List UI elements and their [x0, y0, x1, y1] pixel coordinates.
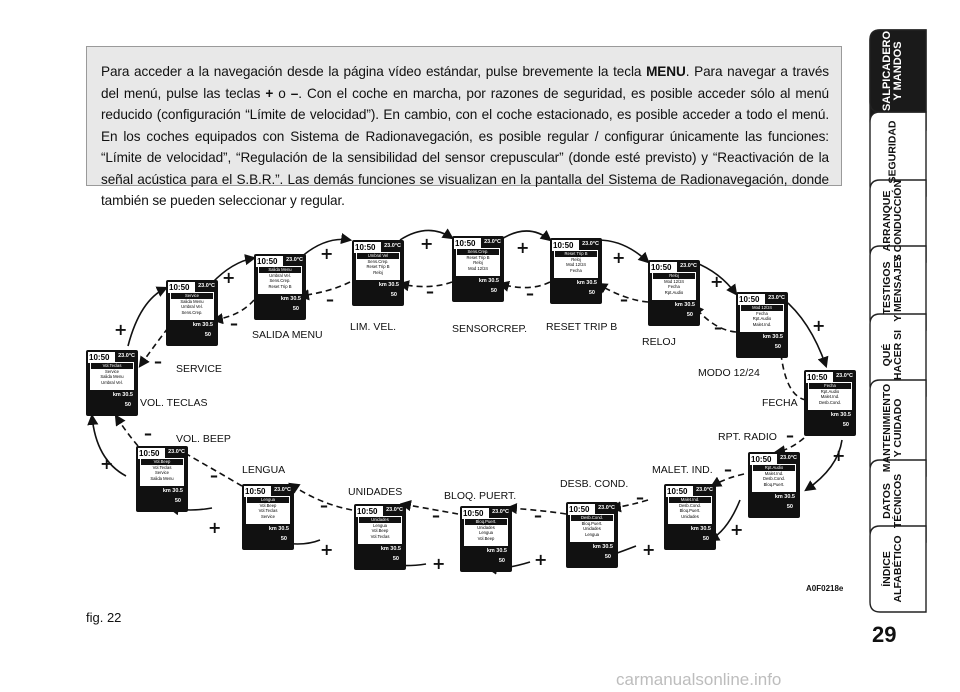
minus-sign: –	[534, 506, 542, 525]
label-reloj: RELOJ	[642, 336, 676, 348]
display-bloq-puert: 10:50 23.0°C Bloq.Puert. Unidades Lengua…	[460, 506, 512, 572]
label-unidades: UNIDADES	[348, 486, 403, 498]
display-malet-ind: 10:50 23.0°C Malet.Ind. Desb.Cond. Bloq.…	[664, 484, 716, 550]
label-vol-beep: VOL. BEEP	[176, 433, 231, 445]
minus-sign: –	[432, 506, 440, 525]
display-desb-cond: 10:50 23.0°C Desb.Cond. Bloq.Puert. Unid…	[566, 502, 618, 568]
label-fecha: FECHA	[762, 397, 798, 409]
display-lengua: 10:50 23.0°C Lengua Vol.Beep Vol.Teclas …	[242, 484, 294, 550]
display-modo-1224: 10:50 23.0°C Mod 12/24 Fecha Rpt.Audio M…	[736, 292, 788, 358]
label-reset-trip-b: RESET TRIP B	[546, 321, 618, 333]
label-modo-1224: MODO 12/24	[698, 367, 760, 379]
plus-sign: +	[642, 540, 656, 559]
label-salida-menu: SALIDA MENU	[252, 329, 323, 341]
minus-sign: –	[714, 318, 722, 337]
minus-sign: –	[210, 466, 218, 485]
minus-sign: –	[786, 426, 794, 445]
sidebar-tab-outlines	[869, 29, 927, 613]
display-vol-teclas: 10:50 23.0°C Vol.Teclas Service Salida M…	[86, 350, 138, 416]
plus-sign: +	[320, 244, 334, 263]
plus-sign: +	[432, 554, 446, 573]
label-lengua: LENGUA	[242, 464, 286, 476]
figure-caption: fig. 22	[86, 610, 122, 625]
menu-key: MENU	[646, 64, 686, 79]
plus-sign: +	[100, 454, 114, 473]
label-service: SERVICE	[176, 363, 222, 375]
label-lim-vel: LIM. VEL.	[350, 321, 397, 333]
plus-sign: +	[710, 272, 724, 291]
plus-sign: +	[812, 316, 826, 335]
minus-sign: –	[426, 282, 434, 301]
minus-sign: –	[230, 314, 238, 333]
label-vol-teclas: VOL. TECLAS	[140, 397, 208, 409]
figure-reference-code: A0F0218e	[806, 584, 844, 593]
display-service: 10:50 23.0°C Service Salida Menu Umbral …	[166, 280, 218, 346]
tab-indice[interactable]: ÍNDICE ALFABÉTICO	[881, 535, 904, 603]
minus-sign: –	[636, 488, 644, 507]
minus-sign: –	[154, 352, 162, 371]
plus-sign: +	[534, 550, 548, 569]
label-malet-ind: MALET. IND.	[652, 464, 713, 476]
minus-sign: –	[144, 424, 152, 443]
plus-sign: +	[222, 268, 236, 287]
plus-sign: +	[320, 540, 334, 559]
chapter-index-sidebar: SALPICADERO Y MANDOS SEGURIDAD ARRANQUE …	[866, 0, 960, 692]
display-lim-vel: 10:50 23.0°C Umbral Vel Sens.Crep. Reset…	[352, 240, 404, 306]
intro-paragraph: Para acceder a la navegación desde la pá…	[86, 46, 842, 208]
plus-sign: +	[114, 320, 128, 339]
minus-sign: –	[620, 290, 628, 309]
minus-sign: –	[526, 284, 534, 303]
display-vol-beep: 10:50 23.0°C Vol.Beep Vol.Teclas Service…	[136, 446, 188, 512]
label-desb-cond: DESB. COND.	[560, 478, 629, 490]
watermark: carmanualsonline.info	[616, 670, 782, 689]
label-bloq-puert: BLOQ. PUERT.	[444, 490, 517, 502]
display-unidades: 10:50 23.0°C Unidades Lengua Vol.Beep Vo…	[354, 504, 406, 570]
page-number: 29	[872, 622, 897, 647]
minus-sign: –	[326, 290, 334, 309]
display-salida-menu: 10:50 23.0°C Salida Menu Umbral Vel. Sen…	[254, 254, 306, 320]
label-sensorcrep: SENSORCREP.	[452, 323, 528, 335]
display-rpt-radio: 10:50 23.0°C Rpt.Audio Malet.Ind. Desb.C…	[748, 452, 800, 518]
tab-salpicadero[interactable]: SALPICADERO Y MANDOS	[881, 30, 904, 112]
label-rpt-radio: RPT. RADIO	[718, 431, 777, 443]
display-fecha: 10:50 23.0°C Fecha Rpt.Audio Malet.Ind. …	[804, 370, 856, 436]
plus-sign: +	[832, 446, 846, 465]
display-reset-trip-b: 10:50 23.0°C Reset Trip B Reloj Mod 12/2…	[550, 238, 602, 304]
display-reloj: 10:50 23.0°C Reloj Mod 12/24 Fecha Rpt.A…	[648, 260, 700, 326]
plus-sign: +	[420, 234, 434, 253]
display-sensorcrep: 10:50 23.0°C Sens.Crep. Reset Trip B Rel…	[452, 236, 504, 302]
plus-sign: +	[208, 518, 222, 537]
plus-sign: +	[612, 248, 626, 267]
minus-sign: –	[320, 496, 328, 515]
plus-sign: +	[516, 238, 530, 257]
minus-sign: –	[724, 460, 732, 479]
plus-sign: +	[730, 520, 744, 539]
